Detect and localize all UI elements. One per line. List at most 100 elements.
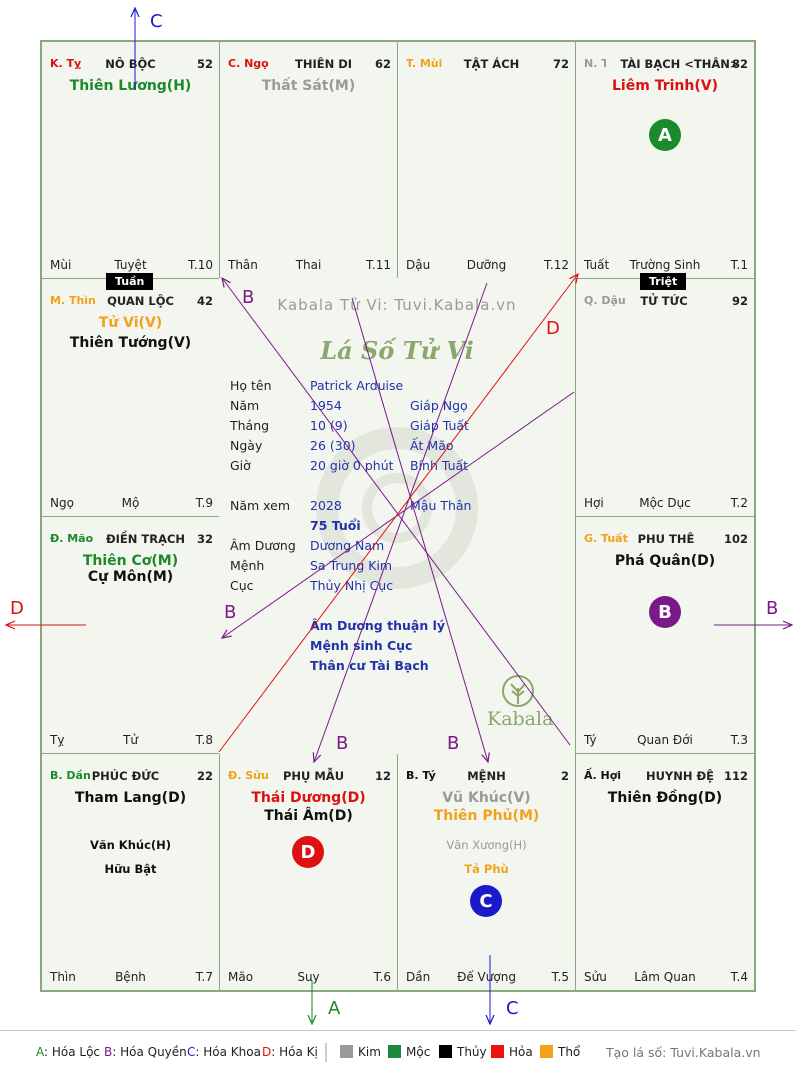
hoa-swatch bbox=[491, 1045, 504, 1058]
palace-mui[interactable]: T. Mùi TẬT ÁCH 72 Dậu Dưỡng T.12 bbox=[397, 41, 576, 279]
palace-branch: Thìn bbox=[50, 970, 76, 984]
palace-branch: Mùi bbox=[50, 258, 72, 272]
palace-can: Đ. Mão bbox=[50, 532, 94, 545]
label-thang: Tháng bbox=[230, 418, 270, 433]
site-link[interactable]: Tạo lá số: Tuvi.Kabala.vn bbox=[606, 1045, 761, 1060]
watermark-site: Kabala Tử Vi: Tuvi.Kabala.vn bbox=[277, 296, 517, 314]
palace-month: T.12 bbox=[544, 258, 569, 272]
legend-hoa-khoa: C: Hóa Khoa bbox=[187, 1045, 261, 1059]
palace-suu[interactable]: Đ. Sửu PHỤ MẪU 12 Thái Dương(D) Thái Âm(… bbox=[219, 753, 398, 991]
palace-than[interactable]: N. Thân TÀI BẠCH <THÂN> 82 Liêm Trinh(V)… bbox=[575, 41, 755, 279]
palace-month: T.8 bbox=[195, 733, 213, 747]
hoa-quyen-line bbox=[222, 391, 575, 638]
minor-star: Văn Xương(H) bbox=[446, 838, 527, 852]
value-am-duong: Dương Nam bbox=[310, 538, 385, 553]
note-3: Thân cư Tài Bạch bbox=[310, 658, 429, 673]
value-gio: 20 giờ 0 phút bbox=[310, 458, 394, 473]
tho-swatch bbox=[540, 1045, 553, 1058]
main-star: Tham Lang(D) bbox=[74, 790, 187, 806]
hoa-ki-badge: D bbox=[292, 836, 324, 868]
palace-stage: Suy bbox=[297, 970, 320, 984]
label-nam-xem: Năm xem bbox=[230, 498, 291, 513]
main-star: Liêm Trinh(V) bbox=[612, 78, 718, 94]
arrow-label-c: C bbox=[150, 11, 163, 32]
value-gio-can: Bính Tuất bbox=[410, 458, 469, 473]
legend-tho: Thổ bbox=[540, 1045, 580, 1059]
palace-ty-top[interactable]: K. Tỵ NÔ BỘC 52 Thiên Lương(H) Mùi Tuyệt… bbox=[41, 41, 220, 279]
legend-hoa: Hỏa bbox=[491, 1045, 533, 1059]
palace-name: HUYNH ĐỆ bbox=[645, 769, 715, 783]
palace-name: TẬT ÁCH bbox=[463, 57, 520, 71]
palace-branch: Ngọ bbox=[50, 496, 74, 510]
palace-stage: Mộc Dục bbox=[639, 496, 691, 510]
palace-hoi[interactable]: Ấ. Hợi HUYNH ĐỆ 112 Thiên Đồng(D) Sửu Lâ… bbox=[575, 753, 755, 991]
palace-name: ĐIỀN TRẠCH bbox=[105, 532, 186, 546]
palace-branch: Dần bbox=[406, 970, 431, 984]
legend-kim-label: Kim bbox=[358, 1045, 381, 1059]
value-nam-xem: 2028 bbox=[310, 498, 342, 513]
palace-name: PHÚC ĐỨC bbox=[91, 769, 160, 783]
palace-branch: Dậu bbox=[406, 258, 431, 272]
legend-key-b: B bbox=[104, 1045, 113, 1059]
palace-month: T.2 bbox=[730, 496, 748, 510]
minor-star: Văn Khúc(H) bbox=[89, 838, 172, 852]
label-ngay: Ngày bbox=[230, 438, 263, 453]
palace-can: Ấ. Hợi bbox=[584, 769, 622, 782]
palace-ngo[interactable]: C. Ngọ THIÊN DI 62 Thất Sát(M) Thân Thai… bbox=[219, 41, 398, 279]
hoa-quyen-line bbox=[222, 278, 571, 746]
palace-stage: Mộ bbox=[121, 496, 140, 510]
palace-name: NÔ BỘC bbox=[105, 57, 156, 71]
value-nam-can: Giáp Ngọ bbox=[410, 398, 468, 413]
value-nam: 1954 bbox=[310, 398, 342, 413]
legend-tho-label: Thổ bbox=[558, 1045, 581, 1059]
palace-number: 52 bbox=[196, 57, 213, 71]
palace-branch: Hợi bbox=[584, 496, 604, 510]
legend-hoa-quyen: B: Hóa Quyền bbox=[104, 1045, 187, 1059]
palace-number: 42 bbox=[196, 294, 213, 308]
palace-dan[interactable]: B. Dần PHÚC ĐỨC 22 Tham Lang(D) Văn Khúc… bbox=[41, 753, 220, 991]
main-star-2: Cự Môn(M) bbox=[87, 569, 174, 585]
palace-can: B. Dần bbox=[50, 769, 91, 782]
note-2: Mệnh sinh Cục bbox=[310, 638, 413, 653]
palace-can: K. Tỵ bbox=[50, 57, 82, 70]
palace-month: T.6 bbox=[373, 970, 391, 984]
palace-number: 92 bbox=[731, 294, 748, 308]
legend-hoa-label: Hỏa bbox=[509, 1045, 533, 1059]
palace-number: 32 bbox=[196, 532, 213, 546]
palace-ty-bottom[interactable]: B. Tý MỆNH 2 Vũ Khúc(V) Thiên Phủ(M) Văn… bbox=[397, 753, 576, 991]
palace-number: 62 bbox=[374, 57, 391, 71]
palace-number: 22 bbox=[196, 769, 213, 783]
label-cuc: Cục bbox=[230, 578, 254, 593]
palace-name: TÀI BẠCH <THÂN> bbox=[606, 57, 754, 71]
palace-tuat[interactable]: G. Tuất PHU THÊ 102 Phá Quân(D) B Tý Qua… bbox=[575, 516, 755, 754]
palace-can: B. Tý bbox=[406, 769, 436, 782]
palace-stage: Dưỡng bbox=[466, 258, 507, 272]
palace-month: T.1 bbox=[730, 258, 748, 272]
palace-number: 82 bbox=[731, 57, 748, 71]
legend-hoa-ki: D: Hóa Kị bbox=[262, 1045, 318, 1059]
bagua-watermark-icon bbox=[316, 427, 478, 589]
palace-branch: Tý bbox=[584, 733, 597, 747]
legend-text-c: : Hóa Khoa bbox=[195, 1045, 261, 1059]
palace-name: TỬ TỨC bbox=[640, 294, 688, 308]
value-ngay-can: Ất Mão bbox=[410, 438, 454, 453]
legend: A: Hóa Lộc B: Hóa Quyền C: Hóa Khoa D: H… bbox=[0, 1030, 796, 1071]
hoa-khoa-badge: C bbox=[470, 885, 502, 917]
legend-text-a: : Hóa Lộc bbox=[44, 1045, 101, 1059]
palace-thin[interactable]: M. Thìn QUAN LỘC 42 Tử Vi(V) Thiên Tướng… bbox=[41, 278, 220, 517]
legend-hoa-loc: A: Hóa Lộc bbox=[36, 1045, 100, 1059]
triet-tag: Triệt bbox=[640, 273, 687, 290]
arrow-label-b: B bbox=[447, 733, 460, 754]
main-star-2: Thái Âm(D) bbox=[264, 808, 353, 824]
hoa-quyen-line bbox=[314, 282, 488, 762]
value-cuc: Thủy Nhị Cục bbox=[310, 578, 394, 593]
palace-stage: Quan Đới bbox=[637, 733, 693, 747]
palace-stage: Trường Sinh bbox=[629, 258, 701, 272]
legend-thuy-label: Thủy bbox=[457, 1045, 487, 1059]
palace-dau[interactable]: Q. Dậu TỬ TỨC 92 Hợi Mộc Dục T.2 bbox=[575, 278, 755, 517]
palace-number: 72 bbox=[552, 57, 569, 71]
palace-month: T.7 bbox=[195, 970, 213, 984]
main-star: Thất Sát(M) bbox=[261, 78, 356, 94]
palace-mao[interactable]: Đ. Mão ĐIỀN TRẠCH 32 Thiên Cơ(M) Cự Môn(… bbox=[41, 516, 220, 754]
